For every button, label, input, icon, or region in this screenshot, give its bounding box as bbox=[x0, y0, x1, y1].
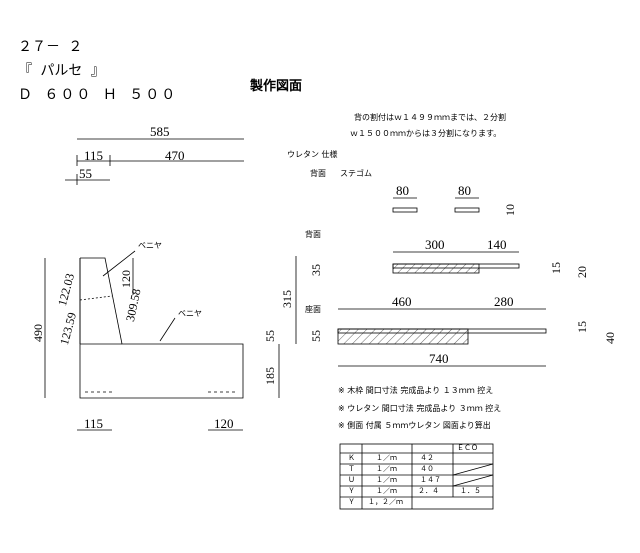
table-row-unit: １／ｍ bbox=[376, 454, 397, 462]
dim-55-top: 55 bbox=[79, 166, 92, 181]
dim-585: 585 bbox=[150, 124, 170, 139]
dim-80b: 80 bbox=[458, 183, 471, 198]
dim-185: 185 bbox=[263, 367, 277, 385]
stegom-piece-2 bbox=[454, 207, 480, 213]
table-row-code: Ｔ bbox=[348, 465, 355, 473]
back-urethane-main bbox=[392, 263, 480, 274]
dim-40: 40 bbox=[603, 332, 617, 344]
table-row-eco: １．５ bbox=[460, 487, 481, 495]
table-row-code: Ｋ bbox=[348, 454, 355, 462]
table-row-qty: ２．４ bbox=[418, 487, 439, 495]
veneer-label-1: ベニヤ bbox=[138, 241, 162, 250]
dim-35: 35 bbox=[309, 264, 323, 276]
table-row-qty: ４２ bbox=[420, 454, 434, 462]
split-note-2: ｗ１５００ｍｍからは３分割になります。 bbox=[350, 129, 502, 138]
dim-20: 20 bbox=[575, 266, 589, 278]
back-label: 背面 bbox=[310, 169, 326, 178]
dim-15a: 15 bbox=[549, 262, 563, 274]
dim-315: 315 bbox=[280, 290, 294, 308]
table-row-code: Ｕ bbox=[348, 476, 355, 484]
back-urethane-top bbox=[392, 263, 520, 269]
table-row-unit: １／ｍ bbox=[376, 476, 397, 484]
dim-55-urethane: 55 bbox=[309, 330, 323, 342]
table-row-unit: １／ｍ bbox=[376, 465, 397, 473]
remark-3: ※ 側面 付属 ５ｍｍウレタン 図面より算出 bbox=[338, 421, 491, 430]
dim-80a: 80 bbox=[396, 183, 409, 198]
dim-140: 140 bbox=[487, 237, 507, 252]
split-note-1: 背の割付はｗ１４９９ｍｍまでは、２分割 bbox=[354, 113, 506, 122]
back-section-label: 背面 bbox=[305, 230, 321, 239]
page-title: 製作図面 bbox=[250, 79, 303, 94]
veneer-leader-1 bbox=[102, 250, 136, 277]
veneer-label-2: ベニヤ bbox=[178, 309, 202, 318]
product-name: 『 パルセ 』 bbox=[18, 63, 105, 79]
drawing-code: ２７－ ２ bbox=[18, 39, 83, 55]
dim-10: 10 bbox=[503, 204, 517, 216]
stegom-piece-1 bbox=[392, 207, 418, 213]
dim-115-bottom: 115 bbox=[84, 416, 104, 431]
seat-section-label: 座面 bbox=[305, 305, 321, 314]
product-size: Ｄ ６００ Ｈ ５００ bbox=[18, 87, 178, 103]
remark-2: ※ ウレタン 間口寸法 完成品より ３ｍｍ 控え bbox=[338, 404, 502, 413]
dim-120-bottom: 120 bbox=[214, 416, 234, 431]
dim-300: 300 bbox=[425, 237, 445, 252]
table-row-code: Ｙ bbox=[348, 498, 355, 506]
table-row-unit: １，２／ｍ bbox=[368, 498, 403, 506]
dim-15b: 15 bbox=[575, 321, 589, 333]
dim-55-seat: 55 bbox=[263, 330, 277, 342]
table-eco-header: ＥＣＯ bbox=[457, 444, 478, 452]
seat-urethane-main bbox=[337, 328, 469, 345]
table-row-code: Ｙ bbox=[348, 487, 355, 495]
dim-280: 280 bbox=[494, 294, 514, 309]
urethane-spec-label: ウレタン 仕様 bbox=[287, 150, 338, 159]
table-frame bbox=[339, 443, 494, 510]
table-row-qty: ４０ bbox=[420, 465, 434, 473]
dim-490: 490 bbox=[31, 324, 45, 342]
dim-120-side: 120 bbox=[119, 270, 133, 288]
stegom-label: ステゴム bbox=[340, 169, 372, 178]
seat-urethane-top bbox=[337, 328, 547, 334]
side-profile bbox=[79, 257, 244, 399]
dim-115-top: 115 bbox=[84, 148, 104, 163]
table-row-qty: １４７ bbox=[420, 476, 441, 484]
table-row-unit: １／ｍ bbox=[376, 487, 397, 495]
dim-470: 470 bbox=[165, 148, 185, 163]
hidden-line bbox=[79, 295, 113, 301]
remark-1: ※ 木枠 間口寸法 完成品より １３ｍｍ 控え bbox=[338, 386, 494, 395]
dim-460: 460 bbox=[392, 294, 412, 309]
veneer-leader-2 bbox=[159, 317, 176, 342]
dim-740: 740 bbox=[429, 351, 449, 366]
